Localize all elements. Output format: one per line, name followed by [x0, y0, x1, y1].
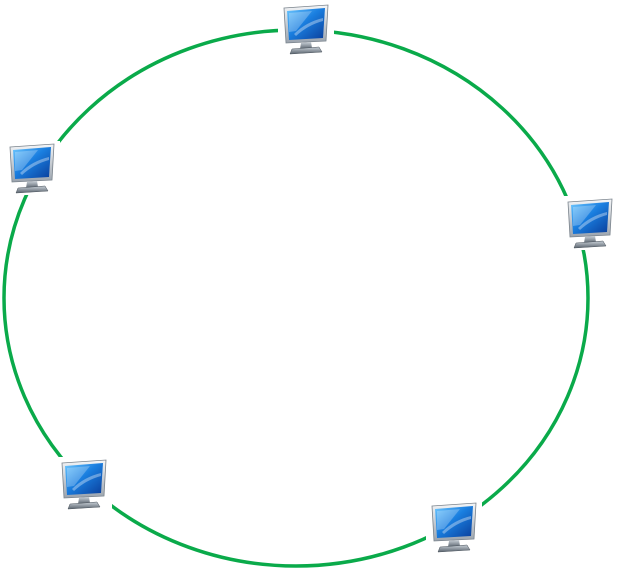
node-right[interactable] — [562, 196, 617, 250]
node-lower-right[interactable] — [426, 500, 482, 554]
node-top[interactable] — [278, 2, 334, 56]
node-upper-left[interactable] — [4, 141, 60, 195]
node-lower-left[interactable] — [56, 457, 112, 511]
ring-nodes — [4, 2, 617, 554]
